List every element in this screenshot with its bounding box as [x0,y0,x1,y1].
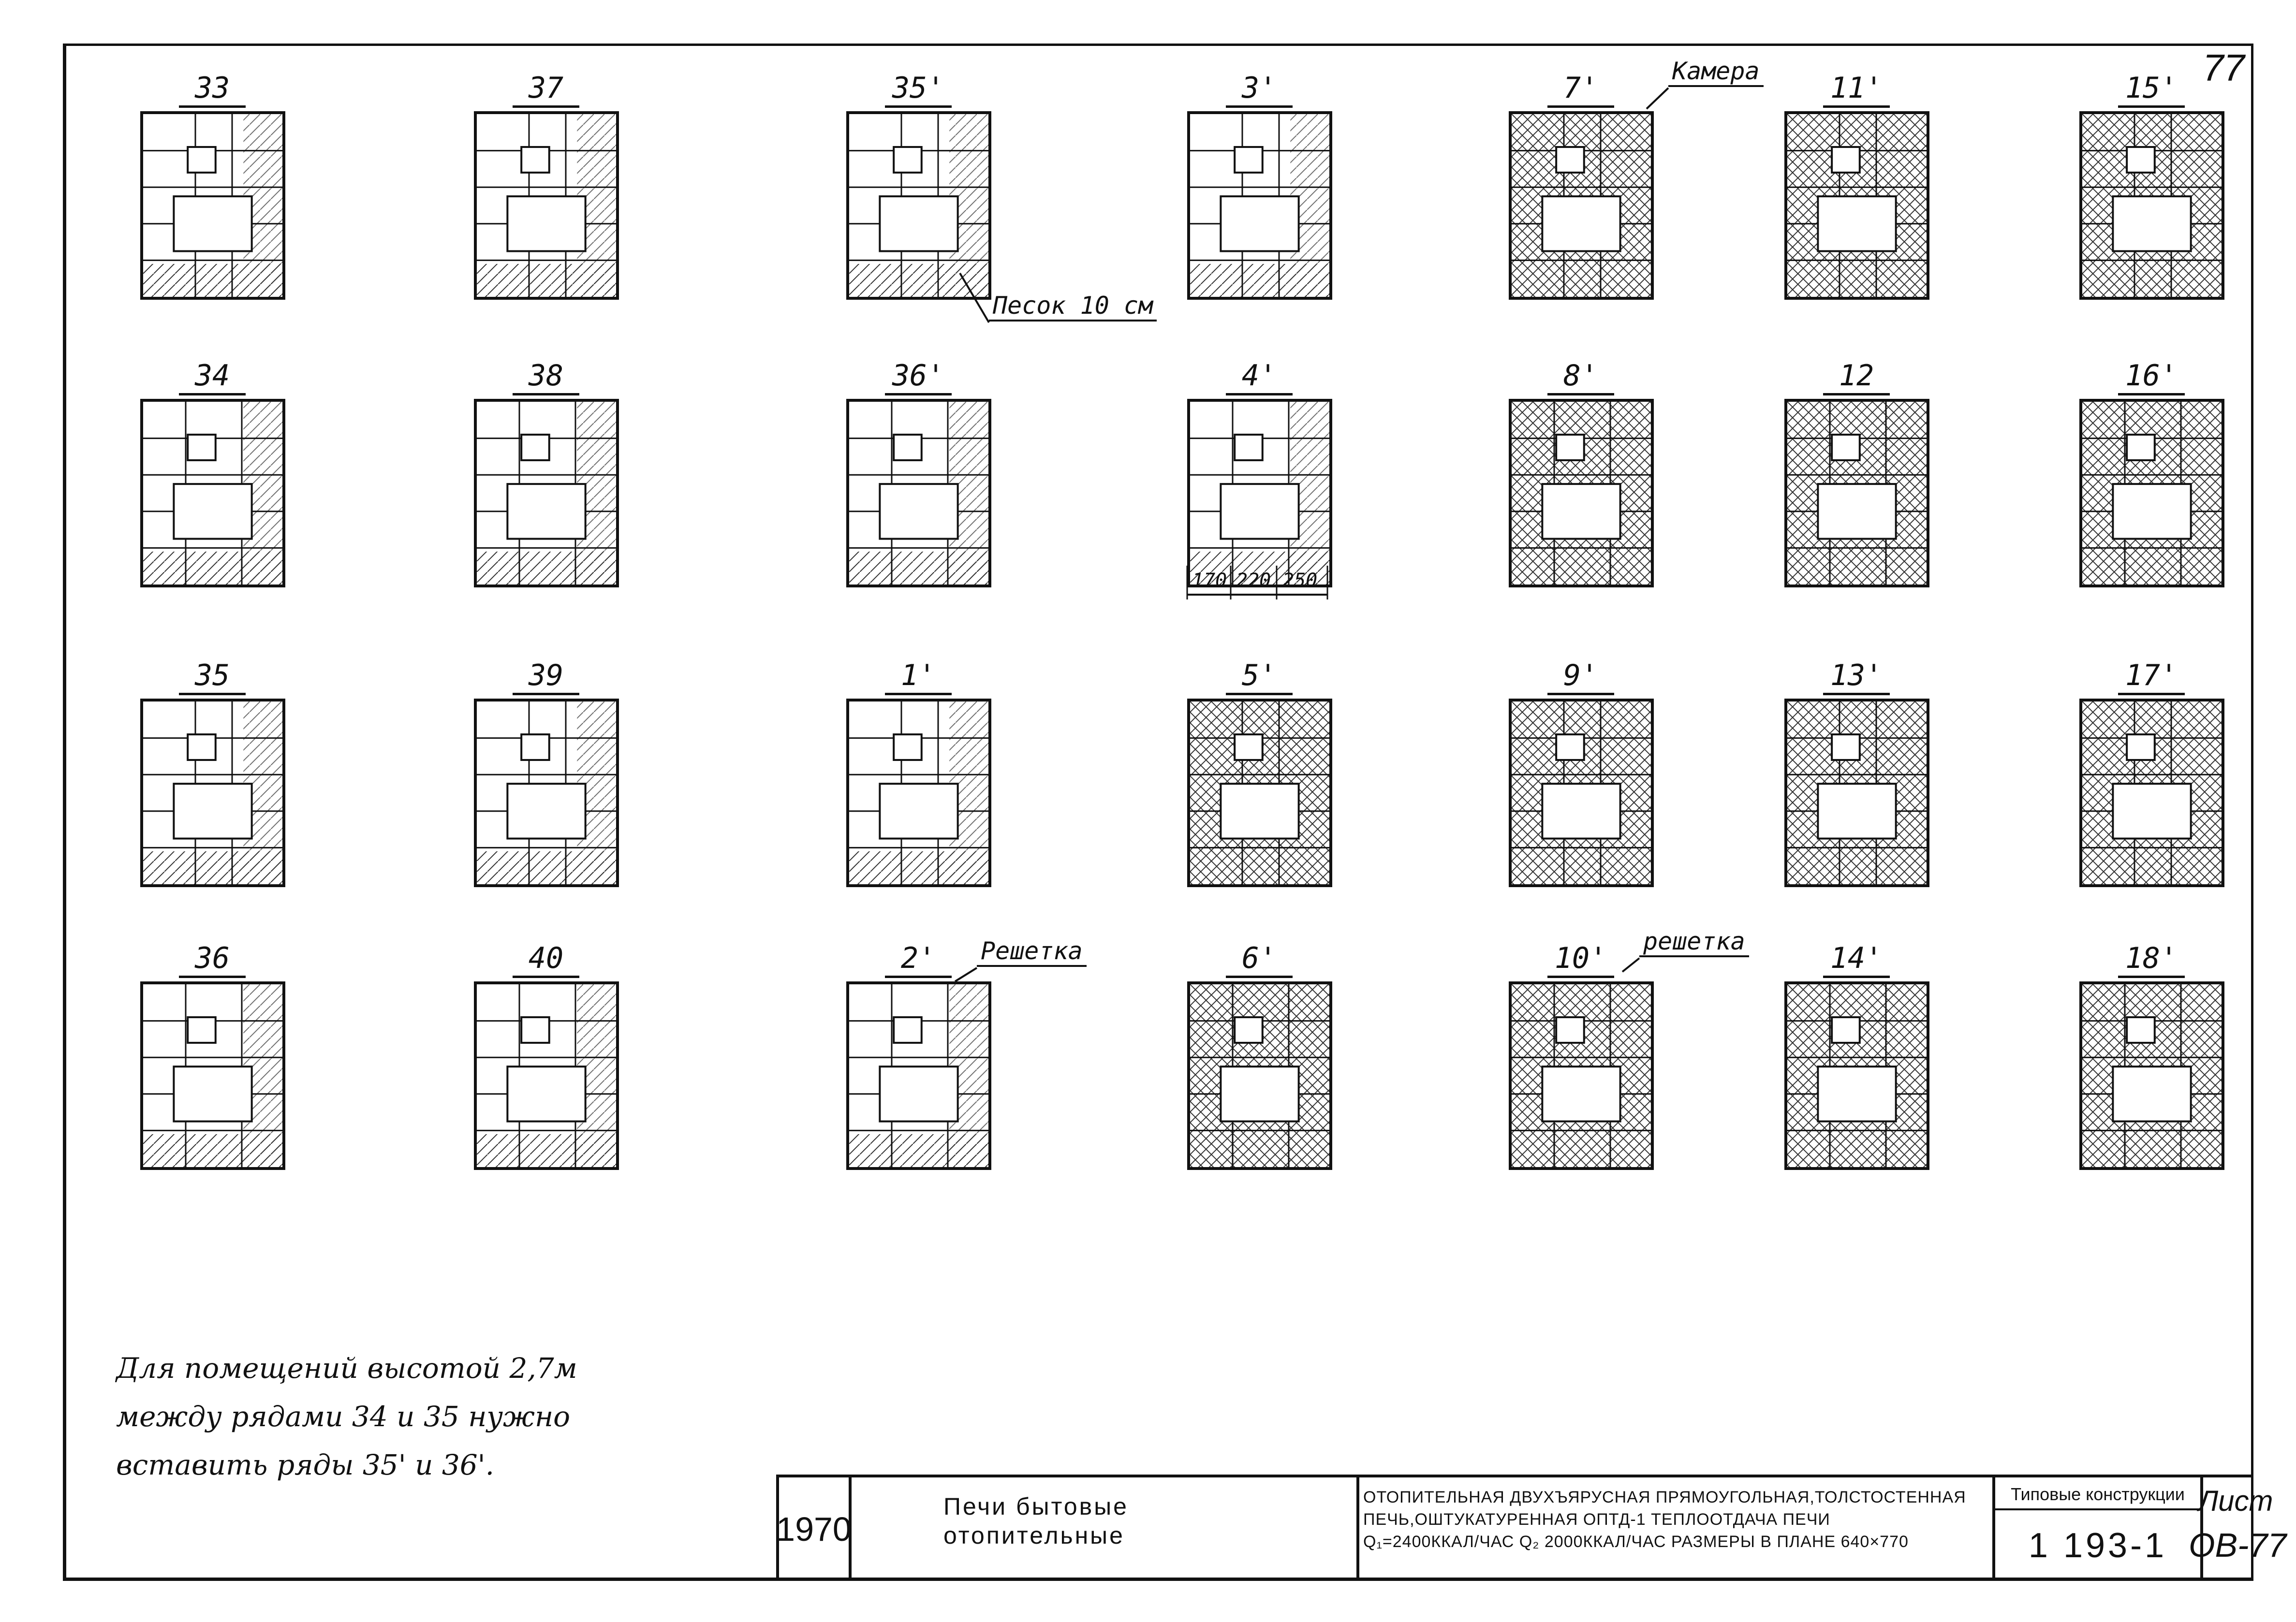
course-label: 4' [1226,360,1293,395]
course-plan-drawing [474,111,619,300]
course-label: 14' [1823,943,1890,978]
course-label: 3' [1226,73,1293,108]
course-label: 12 [1823,360,1890,395]
callout-kamera: Камера [1668,58,1764,87]
course-plan-drawing [1187,399,1332,587]
course-label: 36 [179,943,246,978]
series-code: 1 193-1 [2028,1526,2167,1565]
course-label: 17' [2118,660,2185,695]
course-plan-drawing [1784,111,1929,300]
title-year: 1970 [776,1477,852,1581]
course-label: 15' [2118,73,2185,108]
note-line-2: между рядами 34 и 35 нужно [116,1400,571,1433]
course-label: 35' [885,73,952,108]
desc-line-3: Q₁=2400ККАЛ/ЧАС Q₂ 2000ККАЛ/ЧАС РАЗМЕРЫ … [1363,1533,1909,1551]
course-plan-drawing [1509,399,1654,587]
course-plan-drawing [1509,981,1654,1170]
sheet-label: Лист [2198,1485,2273,1517]
course-plan-drawing [846,111,991,300]
course-plan-drawing [1187,111,1332,300]
course-plan-drawing [1784,981,1929,1170]
course-plan-drawing [1509,699,1654,887]
dim-3: 250 [1282,570,1318,592]
course-label: 34 [179,360,246,395]
dim-2: 220 [1236,570,1271,592]
course-plan-drawing [140,111,285,300]
course-plan-drawing [1187,699,1332,887]
course-label: 33 [179,73,246,108]
course-plan-drawing [846,699,991,887]
course-label: 16' [2118,360,2185,395]
course-label: 1' [885,660,952,695]
course-plan-drawing [1784,699,1929,887]
course-plan-drawing [2079,399,2224,587]
course-plan-drawing [2079,981,2224,1170]
course-label: 9' [1547,660,1614,695]
course-plan-drawing [1784,399,1929,587]
title-block: 1970 Печи бытовые отопительные ОТОПИТЕЛЬ… [776,1475,2286,1581]
note-line-1: Для помещений высотой 2,7м [116,1352,577,1385]
course-label: 7' [1547,73,1614,108]
drawing-frame [63,44,2253,1581]
title-series: Типовые конструкции 1 193-1 [1995,1477,2203,1581]
callout-reshetka-2: Решетка [977,938,1087,967]
desc-line-2: ПЕЧЬ,ОШТУКАТУРЕННАЯ ОПТД-1 ТЕПЛООТДАЧА П… [1363,1510,1830,1529]
course-plan-drawing [474,399,619,587]
title-description: ОТОПИТЕЛЬНАЯ ДВУХЪЯРУСНАЯ ПРЯМОУГОЛЬНАЯ,… [1359,1477,1995,1581]
callout-pesok: Песок 10 см [989,292,1157,321]
course-label: 38 [513,360,579,395]
course-plan-drawing [2079,699,2224,887]
course-label: 36' [885,360,952,395]
course-label: 39 [513,660,579,695]
course-label: 6' [1226,943,1293,978]
series-label: Типовые конструкции [1995,1484,2200,1510]
course-label: 8' [1547,360,1614,395]
course-plan-drawing [140,399,285,587]
course-plan-drawing [140,699,285,887]
course-label: 35 [179,660,246,695]
course-label: 11' [1823,73,1890,108]
course-plan-drawing [846,399,991,587]
course-plan-drawing [474,981,619,1170]
page-number: 77 [2203,46,2245,89]
title-name: Печи бытовые отопительные [852,1477,1359,1581]
title-line-2: отопительные [943,1522,1125,1549]
course-plan-drawing [140,981,285,1170]
note-line-3: вставить ряды 35' и 36'. [116,1448,495,1481]
callout-reshetka-10: решетка [1639,928,1749,957]
course-label: 40 [513,943,579,978]
course-label: 2' [885,943,952,978]
desc-line-1: ОТОПИТЕЛЬНАЯ ДВУХЪЯРУСНАЯ ПРЯМОУГОЛЬНАЯ,… [1363,1488,1966,1506]
course-label: 13' [1823,660,1890,695]
course-plan-drawing [846,981,991,1170]
course-plan-drawing [1509,111,1654,300]
course-plan-drawing [474,699,619,887]
course-label: 37 [513,73,579,108]
course-plan-drawing [2079,111,2224,300]
title-sheet: Лист ОВ-77 [2189,1477,2286,1581]
course-label: 5' [1226,660,1293,695]
note: Для помещений высотой 2,7м между рядами … [116,1344,745,1489]
sheet-code: ОВ-77 [2189,1526,2287,1564]
course-plan-drawing [1187,981,1332,1170]
course-label: 18' [2118,943,2185,978]
title-line-1: Печи бытовые [943,1493,1129,1520]
course-label: 10' [1547,943,1614,978]
dim-1: 170 [1192,570,1227,592]
